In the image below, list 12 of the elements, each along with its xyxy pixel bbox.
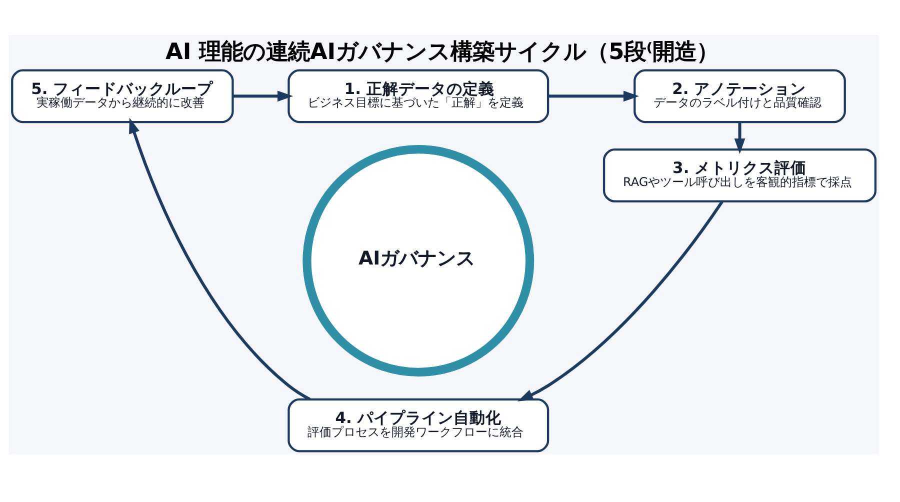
- node-box: 2. アノテーション データのラベル付けと品質確認: [634, 69, 846, 124]
- node-box: 3. メトリクス評価 RAGやツール呼び出しを客観的指標で採点: [602, 148, 877, 202]
- node-box: 4. パイプライン自動化 評価プロセスを開発ワークフローに統合: [288, 398, 550, 452]
- arrow: [518, 200, 724, 402]
- node-box: 5. フィードバックループ 実稼働データから継続的に改善: [11, 69, 234, 124]
- arrow: [129, 118, 311, 401]
- node-box: 1. 正解データの定義 ビジネス目標に基づいた「正解」を定義: [288, 69, 550, 124]
- arrow: [734, 122, 746, 154]
- diagram-title: AI 理能の連続AIガバナンス構築サイクル（5段⁽開造）: [166, 38, 719, 65]
- arrow: [232, 90, 294, 102]
- arrow: [548, 90, 640, 102]
- node-circle: AIガバナンス: [302, 145, 534, 376]
